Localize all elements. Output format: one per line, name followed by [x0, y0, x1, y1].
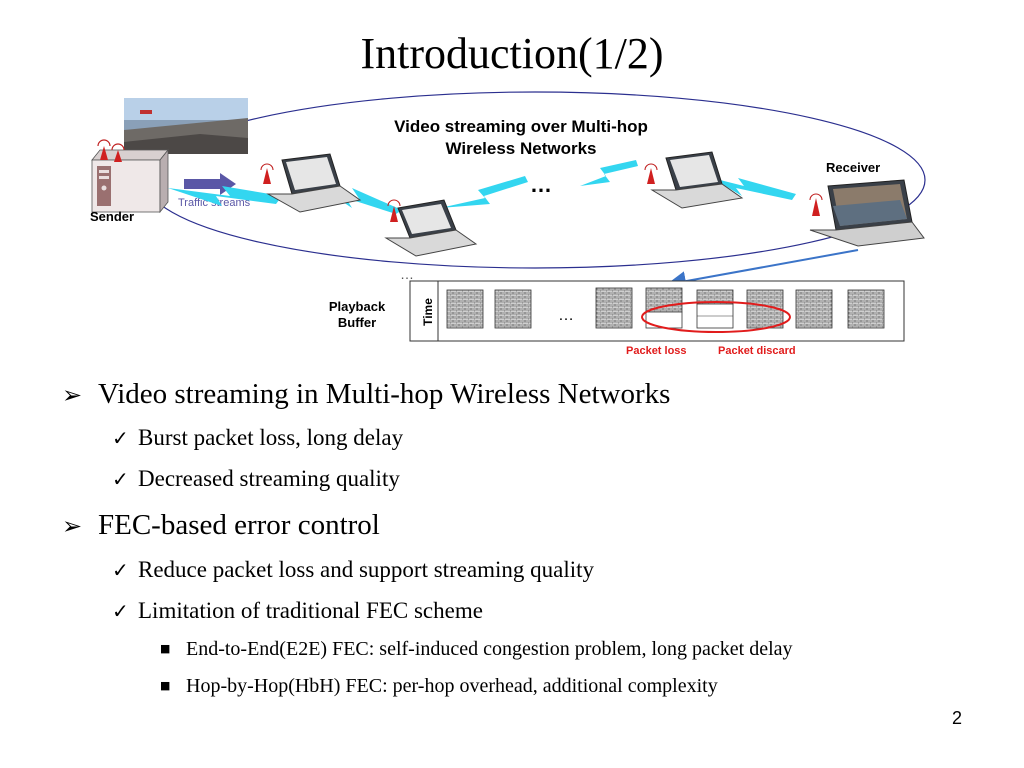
sub-sub-bullet-item: ■ Hop-by-Hop(HbH) FEC: per-hop overhead,… [160, 675, 718, 698]
wireless-link-1 [168, 186, 282, 206]
buffer-frame [446, 289, 484, 329]
relay-laptop-3 [644, 151, 744, 209]
buffer-top-ellipsis: … [400, 266, 414, 282]
packet-loss-label: Packet loss [626, 345, 687, 357]
wireless-link-5 [712, 178, 796, 200]
checkmark-icon: ✓ [112, 599, 129, 623]
packet-discard-label: Packet discard [718, 345, 796, 357]
wireless-link-4 [580, 160, 638, 186]
receiver-laptop [809, 179, 925, 247]
square-bullet-icon: ■ [160, 642, 171, 655]
sender-photo [124, 98, 248, 154]
multihop-streaming-diagram: Sender Traffic streams Video streaming o… [90, 91, 926, 357]
bullet-text: Video streaming in Multi-hop Wireless Ne… [98, 378, 671, 410]
sub-bullet-text: Limitation of traditional FEC scheme [138, 598, 483, 623]
page-number: 2 [951, 708, 962, 728]
wireless-link-3 [440, 176, 528, 208]
sub-sub-bullet-item: ■ End-to-End(E2E) FEC: self-induced cong… [160, 638, 793, 661]
sub-sub-bullet-text: End-to-End(E2E) FEC: self-induced conges… [186, 638, 793, 660]
buffer-frame [795, 289, 833, 329]
buffer-frame [847, 289, 885, 329]
time-axis-label: Time [421, 298, 435, 326]
buffer-frame [494, 289, 532, 329]
sub-sub-bullet-text: Hop-by-Hop(HbH) FEC: per-hop overhead, a… [186, 675, 718, 697]
packet-loss-circle [641, 301, 791, 333]
wireless-link-2 [310, 180, 402, 214]
bullet-text: FEC-based error control [98, 509, 380, 541]
relay-laptop-1 [260, 153, 362, 213]
square-bullet-icon: ■ [160, 679, 171, 692]
bullet-item: ➢ Video streaming in Multi-hop Wireless … [62, 378, 670, 411]
sender-server-icon [91, 139, 169, 214]
sub-bullet-item: ✓ Decreased streaming quality [112, 466, 400, 492]
arrow-bullet-icon: ➢ [62, 512, 83, 540]
buffer-frame [595, 287, 633, 329]
network-ellipsis: … [530, 172, 552, 197]
sub-bullet-text: Burst packet loss, long delay [138, 425, 404, 450]
bullet-item: ➢ FEC-based error control [62, 509, 380, 542]
sender-label: Sender [90, 209, 134, 224]
sub-bullet-text: Decreased streaming quality [138, 466, 400, 491]
wireless-links [168, 160, 796, 214]
arrow-bullet-icon: ➢ [62, 381, 83, 409]
sub-bullet-item: ✓ Limitation of traditional FEC scheme [112, 598, 483, 624]
buffer-ellipsis: … [558, 307, 574, 324]
playback-label-line2: Buffer [338, 315, 376, 330]
traffic-arrow [184, 173, 236, 195]
diagram-heading-line2: Wireless Networks [445, 139, 596, 158]
playback-label-line1: Playback [329, 299, 386, 314]
diagram-heading-line1: Video streaming over Multi-hop [394, 117, 648, 136]
checkmark-icon: ✓ [112, 467, 129, 491]
sub-bullet-item: ✓ Reduce packet loss and support streami… [112, 557, 594, 583]
receiver-to-buffer-arrow [666, 249, 859, 291]
sub-bullet-text: Reduce packet loss and support streaming… [138, 557, 595, 582]
receiver-label: Receiver [826, 160, 880, 175]
relay-laptop-2 [384, 199, 478, 257]
slide-title: Introduction(1/2) [360, 29, 664, 78]
sub-bullet-item: ✓ Burst packet loss, long delay [112, 425, 403, 451]
buffer-frames [446, 287, 885, 329]
buffer-frame [645, 287, 683, 313]
checkmark-icon: ✓ [112, 426, 129, 450]
checkmark-icon: ✓ [112, 558, 129, 582]
